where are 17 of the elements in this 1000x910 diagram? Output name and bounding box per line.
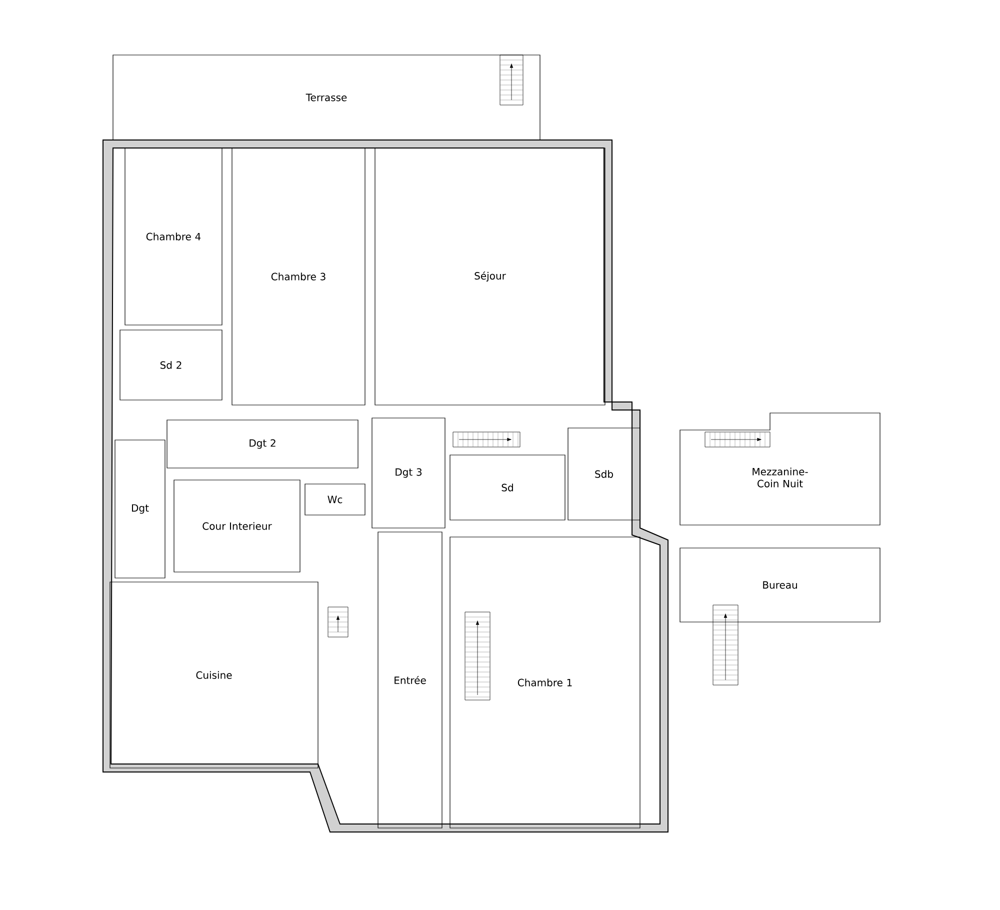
room: Wc [304,484,366,516]
room: Sd 2 [120,330,222,400]
room: Chambre 3 [232,148,366,406]
room: Dgt [114,440,166,578]
room: Cuisine [110,582,318,768]
room: Terrasse [112,54,540,140]
room: Mezzanine- Coin Nuit [680,412,880,526]
room: Bureau [680,548,880,622]
room: Chambre 1 [450,536,640,828]
room: Entrée [378,532,442,828]
room: Sd [450,454,566,520]
room: Dgt 3 [372,418,446,528]
room: Dgt 2 [166,420,358,468]
room: Cour Interieur [174,480,300,572]
room: Séjour [374,148,606,406]
room: Chambre 4 [124,148,222,326]
room: Sdb [568,428,640,520]
